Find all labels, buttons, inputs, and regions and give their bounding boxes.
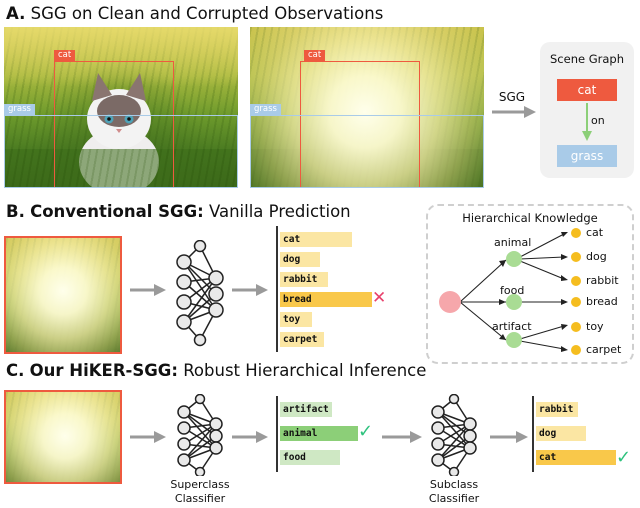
flow-arrow: [232, 284, 268, 296]
prediction-bar: toy: [280, 312, 312, 327]
prediction-bar: dog: [280, 252, 320, 267]
leaf-label-dog: dog: [586, 250, 607, 263]
prediction-bar: rabbit: [280, 272, 328, 287]
subclass-network-icon: [431, 394, 477, 476]
flow-arrow: [130, 431, 166, 443]
relation-arrow: [582, 103, 592, 141]
vanilla-prediction-list: cat dog rabbit bread toy carpet: [276, 226, 388, 352]
corrupted-thumbnail: [4, 390, 122, 484]
superclass-classifier-line-1: Superclass: [170, 478, 230, 491]
subclass-classifier-line-1: Subclass: [429, 478, 479, 491]
grass-tag: grass: [250, 104, 281, 115]
cat-tag: cat: [54, 50, 76, 61]
scene-graph-title: Scene Graph: [550, 52, 624, 66]
section-c-heading: Robust Hierarchical Inference: [183, 361, 427, 380]
flow-arrow: [232, 431, 268, 443]
foreground-grass: [4, 149, 238, 188]
prediction-bar-top: bread: [280, 292, 372, 307]
superclass-label-food: food: [500, 284, 525, 297]
subclass-bar: dog: [536, 426, 586, 441]
subject-node: cat: [557, 79, 617, 101]
superclass-bar: food: [280, 450, 340, 465]
hierarchy-tree: [439, 232, 568, 352]
neural-network-icon: [176, 240, 224, 347]
prediction-bar: carpet: [280, 332, 324, 347]
sky-glow: [4, 27, 238, 87]
section-b-prefix: B.: [6, 202, 25, 221]
section-b-title: B. Conventional SGG: Vanilla Prediction: [6, 202, 351, 221]
flow-arrow: [382, 431, 422, 443]
section-b-heading: Vanilla Prediction: [208, 202, 351, 221]
leaf-node: [571, 252, 581, 262]
correct-subclass-check-icon: ✓: [616, 447, 632, 468]
subclass-bar-top: cat: [536, 450, 616, 465]
leaf-label-cat: cat: [586, 226, 604, 239]
leaf-node: [571, 297, 581, 307]
subclass-classifier-label: Subclass Classifier: [404, 478, 504, 506]
hierarchy-title: Hierarchical Knowledge: [462, 211, 598, 225]
glare-corruption: [6, 238, 120, 352]
corrupted-thumbnail: [4, 236, 122, 354]
section-a-prefix: A.: [6, 4, 26, 23]
leaf-label-bread: bread: [586, 295, 618, 308]
grass-tag: grass: [4, 104, 35, 115]
leaf-node: [571, 345, 581, 355]
subclass-bar: rabbit: [536, 402, 578, 417]
clean-photo: cat grass: [4, 27, 238, 188]
flow-arrow: [490, 431, 528, 443]
superclass-classifier-label: Superclass Classifier: [150, 478, 250, 506]
section-b-bold-title: Conventional SGG:: [30, 202, 204, 221]
leaf-label-toy: toy: [586, 320, 604, 333]
cat-tag: cat: [304, 50, 326, 61]
flow-arrow: [130, 284, 166, 296]
leaf-node: [571, 322, 581, 332]
scene-graph-panel: Scene Graph cat on grass: [540, 42, 634, 178]
wrong-prediction-cross-icon: ✕: [372, 288, 387, 308]
glare-corruption: [6, 392, 120, 482]
superclass-network-icon: [177, 394, 223, 476]
section-a-title: A. SGG on Clean and Corrupted Observatio…: [6, 4, 383, 23]
grass-bounding-box: [250, 115, 484, 188]
corrupted-photo: cat grass: [250, 27, 484, 188]
sgg-arrow-label: SGG: [498, 90, 526, 104]
leaf-node: [571, 228, 581, 238]
correct-superclass-check-icon: ✓: [358, 421, 374, 442]
section-c-prefix: C.: [6, 361, 25, 380]
superclass-label-artifact: artifact: [492, 320, 532, 333]
object-node: grass: [557, 145, 617, 167]
superclass-bar-top: animal: [280, 426, 358, 441]
superclass-prediction-list: artifact animal food: [276, 396, 378, 472]
section-c-bold-title: Our HiKER-SGG:: [29, 361, 178, 380]
section-a-heading: SGG on Clean and Corrupted Observations: [30, 4, 384, 23]
subclass-classifier-line-2: Classifier: [428, 492, 480, 505]
subclass-prediction-list: rabbit dog cat: [532, 396, 620, 472]
section-c-title: C. Our HiKER-SGG: Robust Hierarchical In…: [6, 361, 426, 380]
relation-label: on: [591, 114, 605, 127]
leaf-label-carpet: carpet: [586, 343, 622, 356]
glare-corruption: [250, 27, 484, 188]
grass-bounding-box: [4, 115, 238, 188]
superclass-label-animal: animal: [494, 236, 532, 249]
hierarchical-knowledge-panel: Hierarchical Knowledge ani: [426, 204, 634, 364]
leaf-node: [571, 276, 581, 286]
sgg-arrow: [492, 106, 536, 118]
superclass-classifier-line-2: Classifier: [174, 492, 226, 505]
leaf-label-rabbit: rabbit: [586, 274, 619, 287]
superclass-bar: artifact: [280, 402, 332, 417]
prediction-bar: cat: [280, 232, 352, 247]
